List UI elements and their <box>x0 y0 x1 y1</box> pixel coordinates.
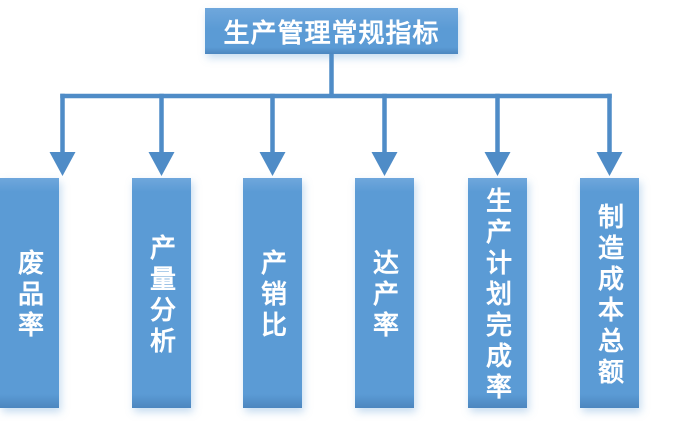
root-node: 生产管理常规指标 <box>205 8 458 54</box>
child-node-label: 废品率 <box>14 249 45 342</box>
arrowhead-icon <box>371 152 398 176</box>
arrowhead-icon <box>148 152 175 176</box>
child-node-label: 生产计划完成率 <box>482 187 513 404</box>
arrowhead-icon <box>484 152 511 176</box>
child-node-output-analysis: 产量分析 <box>132 178 191 408</box>
arrowhead-icon <box>259 152 286 176</box>
child-node-label: 达产率 <box>369 249 400 342</box>
child-node-label: 产量分析 <box>146 233 177 358</box>
child-node-capacity-attainment-rate: 达产率 <box>355 178 414 408</box>
child-node-label: 产销比 <box>257 249 288 342</box>
child-node-plan-completion-rate: 生产计划完成率 <box>468 178 527 408</box>
arrowhead-icon <box>596 152 623 176</box>
child-node-scrap-rate: 废品率 <box>0 178 59 408</box>
child-node-label: 制造成本总额 <box>594 202 625 389</box>
root-node-label: 生产管理常规指标 <box>223 17 440 48</box>
arrowhead-icon <box>49 152 76 176</box>
child-node-production-sales-ratio: 产销比 <box>243 178 302 408</box>
child-node-total-manufacturing-cost: 制造成本总额 <box>580 178 639 408</box>
